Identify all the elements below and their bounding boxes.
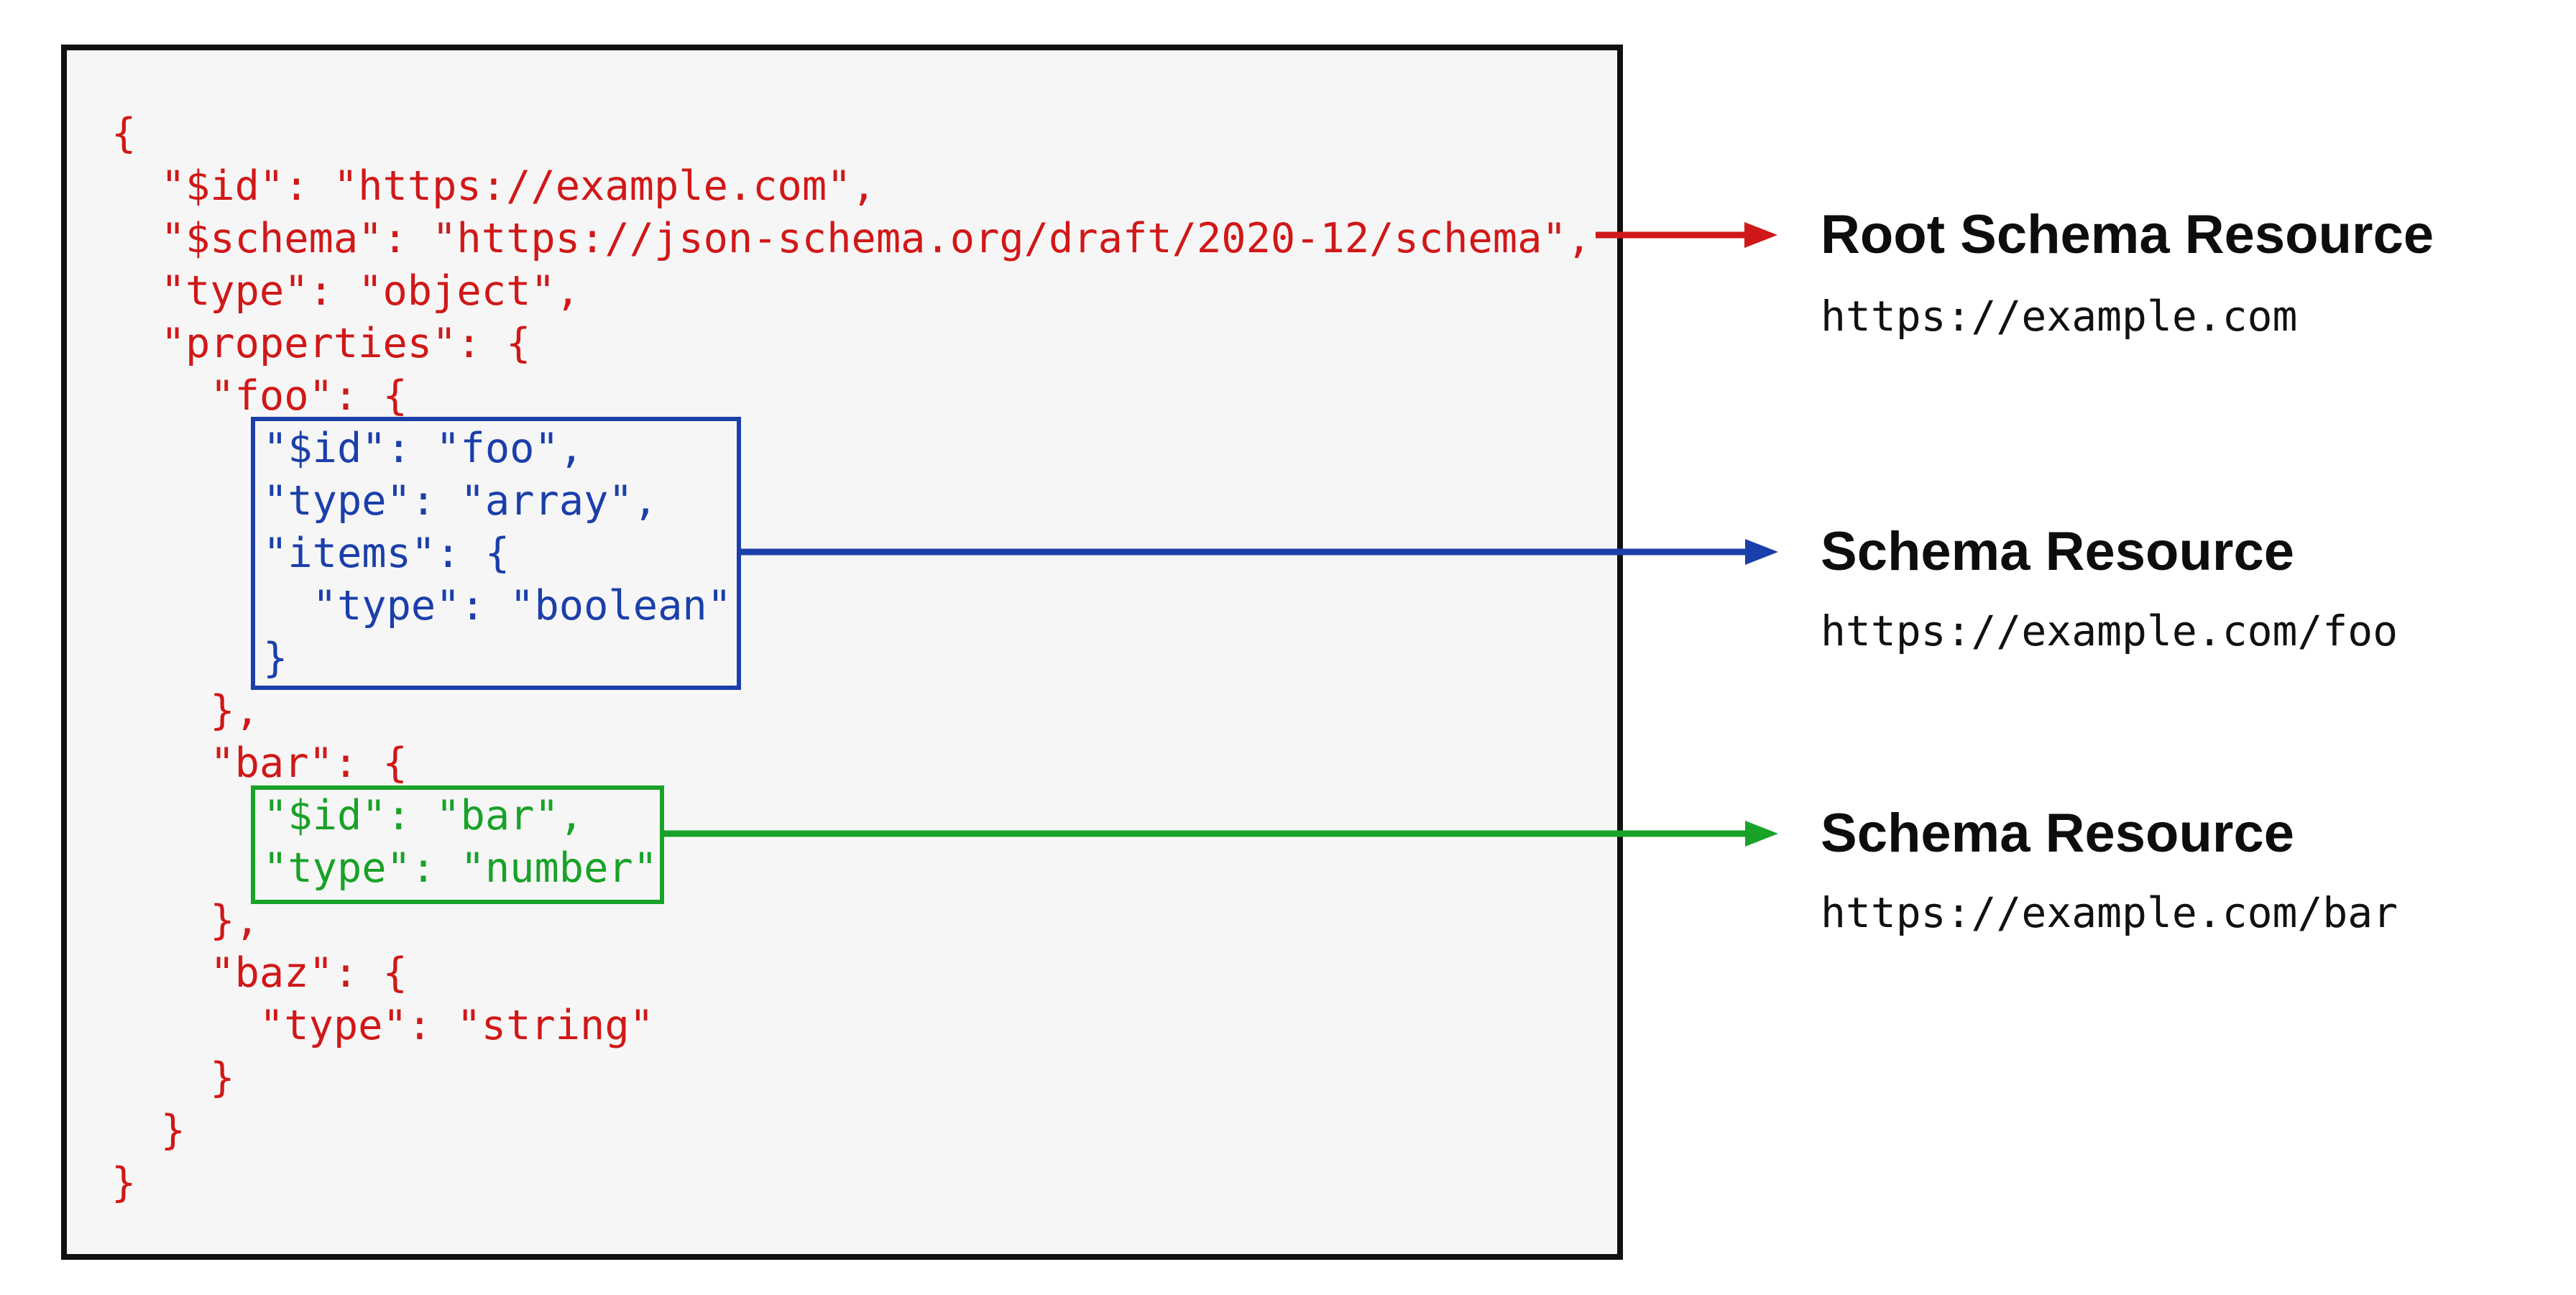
bar-schema-resource-title: Schema Resource	[1821, 803, 2294, 864]
code-foo-resource: "$id": "foo", "type": "array", "items": …	[263, 425, 732, 682]
root-schema-arrow-icon	[1596, 222, 1777, 248]
bar-schema-resource-uri: https://example.com/bar	[1821, 888, 2398, 937]
foo-schema-resource-uri: https://example.com/foo	[1821, 607, 2398, 655]
schema-code-panel: { "$id": "https://example.com", "$schema…	[61, 45, 1623, 1260]
code-root-bottom: }, "baz": { "type": "string" } } }	[111, 897, 654, 1207]
code-bar-resource: "$id": "bar", "type": "number"	[263, 792, 658, 892]
root-schema-resource-title: Root Schema Resource	[1821, 204, 2434, 265]
root-schema-resource-uri: https://example.com	[1821, 292, 2298, 341]
foo-schema-arrow-icon	[741, 539, 1778, 565]
code-root-middle: }, "bar": {	[210, 687, 408, 787]
bar-schema-arrow-icon	[664, 821, 1778, 847]
foo-schema-boundary-box	[251, 417, 741, 690]
code-root-top: { "$id": "https://example.com", "$schema…	[111, 110, 1592, 420]
foo-schema-resource-title: Schema Resource	[1821, 521, 2294, 582]
bar-schema-boundary-box	[251, 785, 664, 904]
